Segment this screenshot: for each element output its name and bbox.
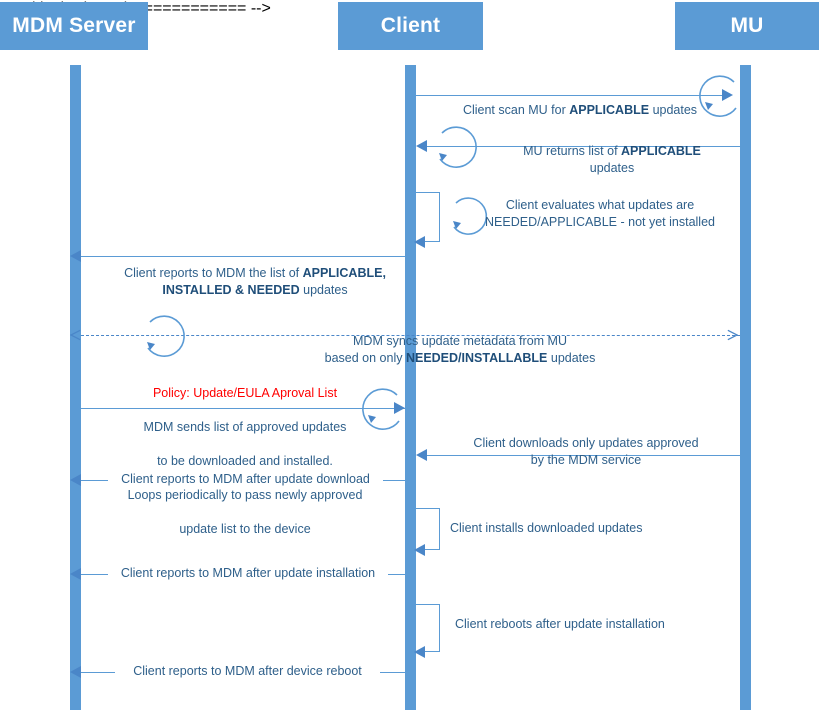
self-loop-circle-client-returns: [439, 126, 477, 168]
arrow-head-client-downloads-updates: [416, 449, 427, 461]
message-label-reports-after-installation: Client reports to MDM after update insta…: [108, 565, 388, 582]
message-line-mu-returns-list[interactable]: [427, 146, 740, 147]
message-body-line-2: to be downloaded and installed.: [157, 454, 333, 468]
arrow-head-client-reports-list: [70, 250, 81, 262]
message-line-client-scan-mu[interactable]: [416, 95, 724, 96]
lifeline-mu: [740, 65, 751, 710]
self-loop-bracket-client-evaluates[interactable]: [414, 192, 440, 242]
actor-header-mu[interactable]: MU: [675, 2, 819, 50]
message-label-client-scan-mu: Client scan MU for APPLICABLE updates: [462, 103, 698, 117]
message-label-mdm-sends-approved: Policy: Update/EULA Aproval List MDM sen…: [100, 368, 390, 555]
actor-label-mu: MU: [730, 14, 764, 37]
arrow-head-mdm-syncs-left: [70, 329, 81, 341]
self-loop-bracket-client-installs[interactable]: [414, 508, 440, 550]
actor-header-mdm-server[interactable]: MDM Server: [0, 2, 148, 50]
self-loop-bracket-client-reboots[interactable]: [414, 604, 440, 652]
self-loop-circle-mdm-syncs: [147, 315, 185, 357]
message-body-line-3: Loops periodically to pass newly approve…: [127, 488, 363, 502]
arrow-head-client-reboots: [414, 646, 425, 658]
message-label-mdm-syncs-metadata: MDM syncs update metadata from MU based …: [324, 334, 596, 365]
arrow-head-mdm-sends-approved: [394, 402, 405, 414]
arrow-head-client-installs: [414, 544, 425, 556]
message-line-mdm-sends-approved[interactable]: [81, 408, 405, 409]
actor-label-client: Client: [380, 14, 441, 37]
policy-approval-note: Policy: Update/EULA Aproval List: [152, 386, 338, 400]
arrow-head-reports-after-reboot: [70, 666, 81, 678]
self-loop-circle-mu-scan: [699, 75, 737, 117]
arrow-head-mdm-syncs-right: [727, 329, 738, 341]
message-body-line-1: MDM sends list of approved updates: [143, 420, 347, 434]
arrow-head-reports-after-installation: [70, 568, 81, 580]
message-label-client-reboots: Client reboots after update installation: [455, 617, 665, 631]
message-label-client-downloads-updates: Client downloads only updates approved b…: [473, 436, 699, 467]
actor-label-mdm-server: MDM Server: [12, 14, 136, 37]
lifeline-mdm-server: [70, 65, 81, 710]
message-line-client-downloads-updates[interactable]: [427, 455, 740, 456]
message-label-reports-after-reboot: Client reports to MDM after device reboo…: [115, 663, 380, 680]
message-label-mu-returns-list: MU returns list of APPLICABLE updates: [523, 144, 701, 175]
lifeline-client: [405, 65, 416, 710]
message-label-client-installs: Client installs downloaded updates: [450, 521, 643, 535]
message-line-client-reports-list[interactable]: [81, 256, 405, 257]
message-line-mdm-syncs-metadata[interactable]: [81, 335, 740, 336]
actor-header-client[interactable]: Client: [338, 2, 483, 50]
arrow-head-client-scan-mu: [722, 89, 733, 101]
message-label-client-reports-list: Client reports to MDM the list of APPLIC…: [124, 266, 386, 297]
message-label-reports-after-download: Client reports to MDM after update downl…: [108, 471, 383, 488]
self-loop-circle-client-evaluates: [453, 197, 488, 235]
message-body-line-4: update list to the device: [179, 522, 311, 536]
arrow-head-mu-returns-list: [416, 140, 427, 152]
self-loop-circle-mdm-sends-approved: [362, 388, 400, 430]
arrow-head-client-evaluates: [414, 236, 425, 248]
message-label-client-evaluates: Client evaluates what updates are NEEDED…: [485, 198, 715, 229]
arrow-head-reports-after-download: [70, 474, 81, 486]
